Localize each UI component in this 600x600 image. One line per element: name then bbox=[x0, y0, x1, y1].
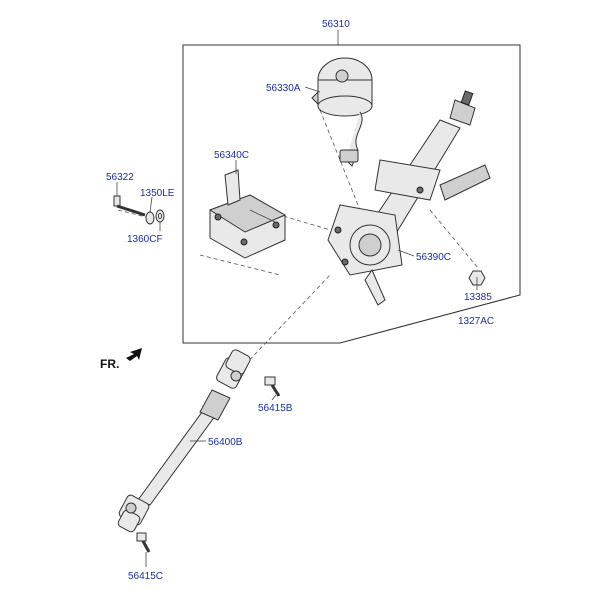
label-56415b: 56415B bbox=[258, 403, 293, 414]
label-56330a: 56330A bbox=[266, 83, 301, 94]
front-label: FR. bbox=[100, 357, 119, 371]
intermediate-shaft-56400b[interactable] bbox=[117, 348, 252, 533]
label-1360cf: 1360CF bbox=[127, 234, 163, 245]
front-direction-indicator bbox=[126, 348, 142, 361]
ecu-56340c[interactable] bbox=[208, 169, 287, 259]
front-arrow-icon bbox=[126, 348, 142, 361]
label-56400b: 56400B bbox=[208, 437, 243, 448]
label-1350le: 1350LE bbox=[140, 188, 175, 199]
label-13385: 13385 bbox=[464, 292, 492, 303]
label-56415c: 56415C bbox=[128, 571, 163, 582]
label-1327ac: 1327AC bbox=[458, 316, 494, 327]
bolt-56415c[interactable] bbox=[136, 532, 151, 553]
assembly-frame bbox=[182, 44, 521, 344]
label-56310: 56310 bbox=[322, 19, 350, 30]
label-56340c: 56340C bbox=[214, 150, 249, 161]
bolt-56415b[interactable] bbox=[264, 376, 281, 397]
label-56322: 56322 bbox=[106, 172, 134, 183]
washer-1350le[interactable] bbox=[145, 211, 155, 225]
label-56390c: 56390C bbox=[416, 252, 451, 263]
washer-1360cf[interactable] bbox=[155, 209, 165, 223]
leader-lines bbox=[116, 30, 478, 567]
motor-56330a[interactable] bbox=[311, 57, 373, 167]
steering-column-56390c[interactable] bbox=[327, 90, 491, 306]
